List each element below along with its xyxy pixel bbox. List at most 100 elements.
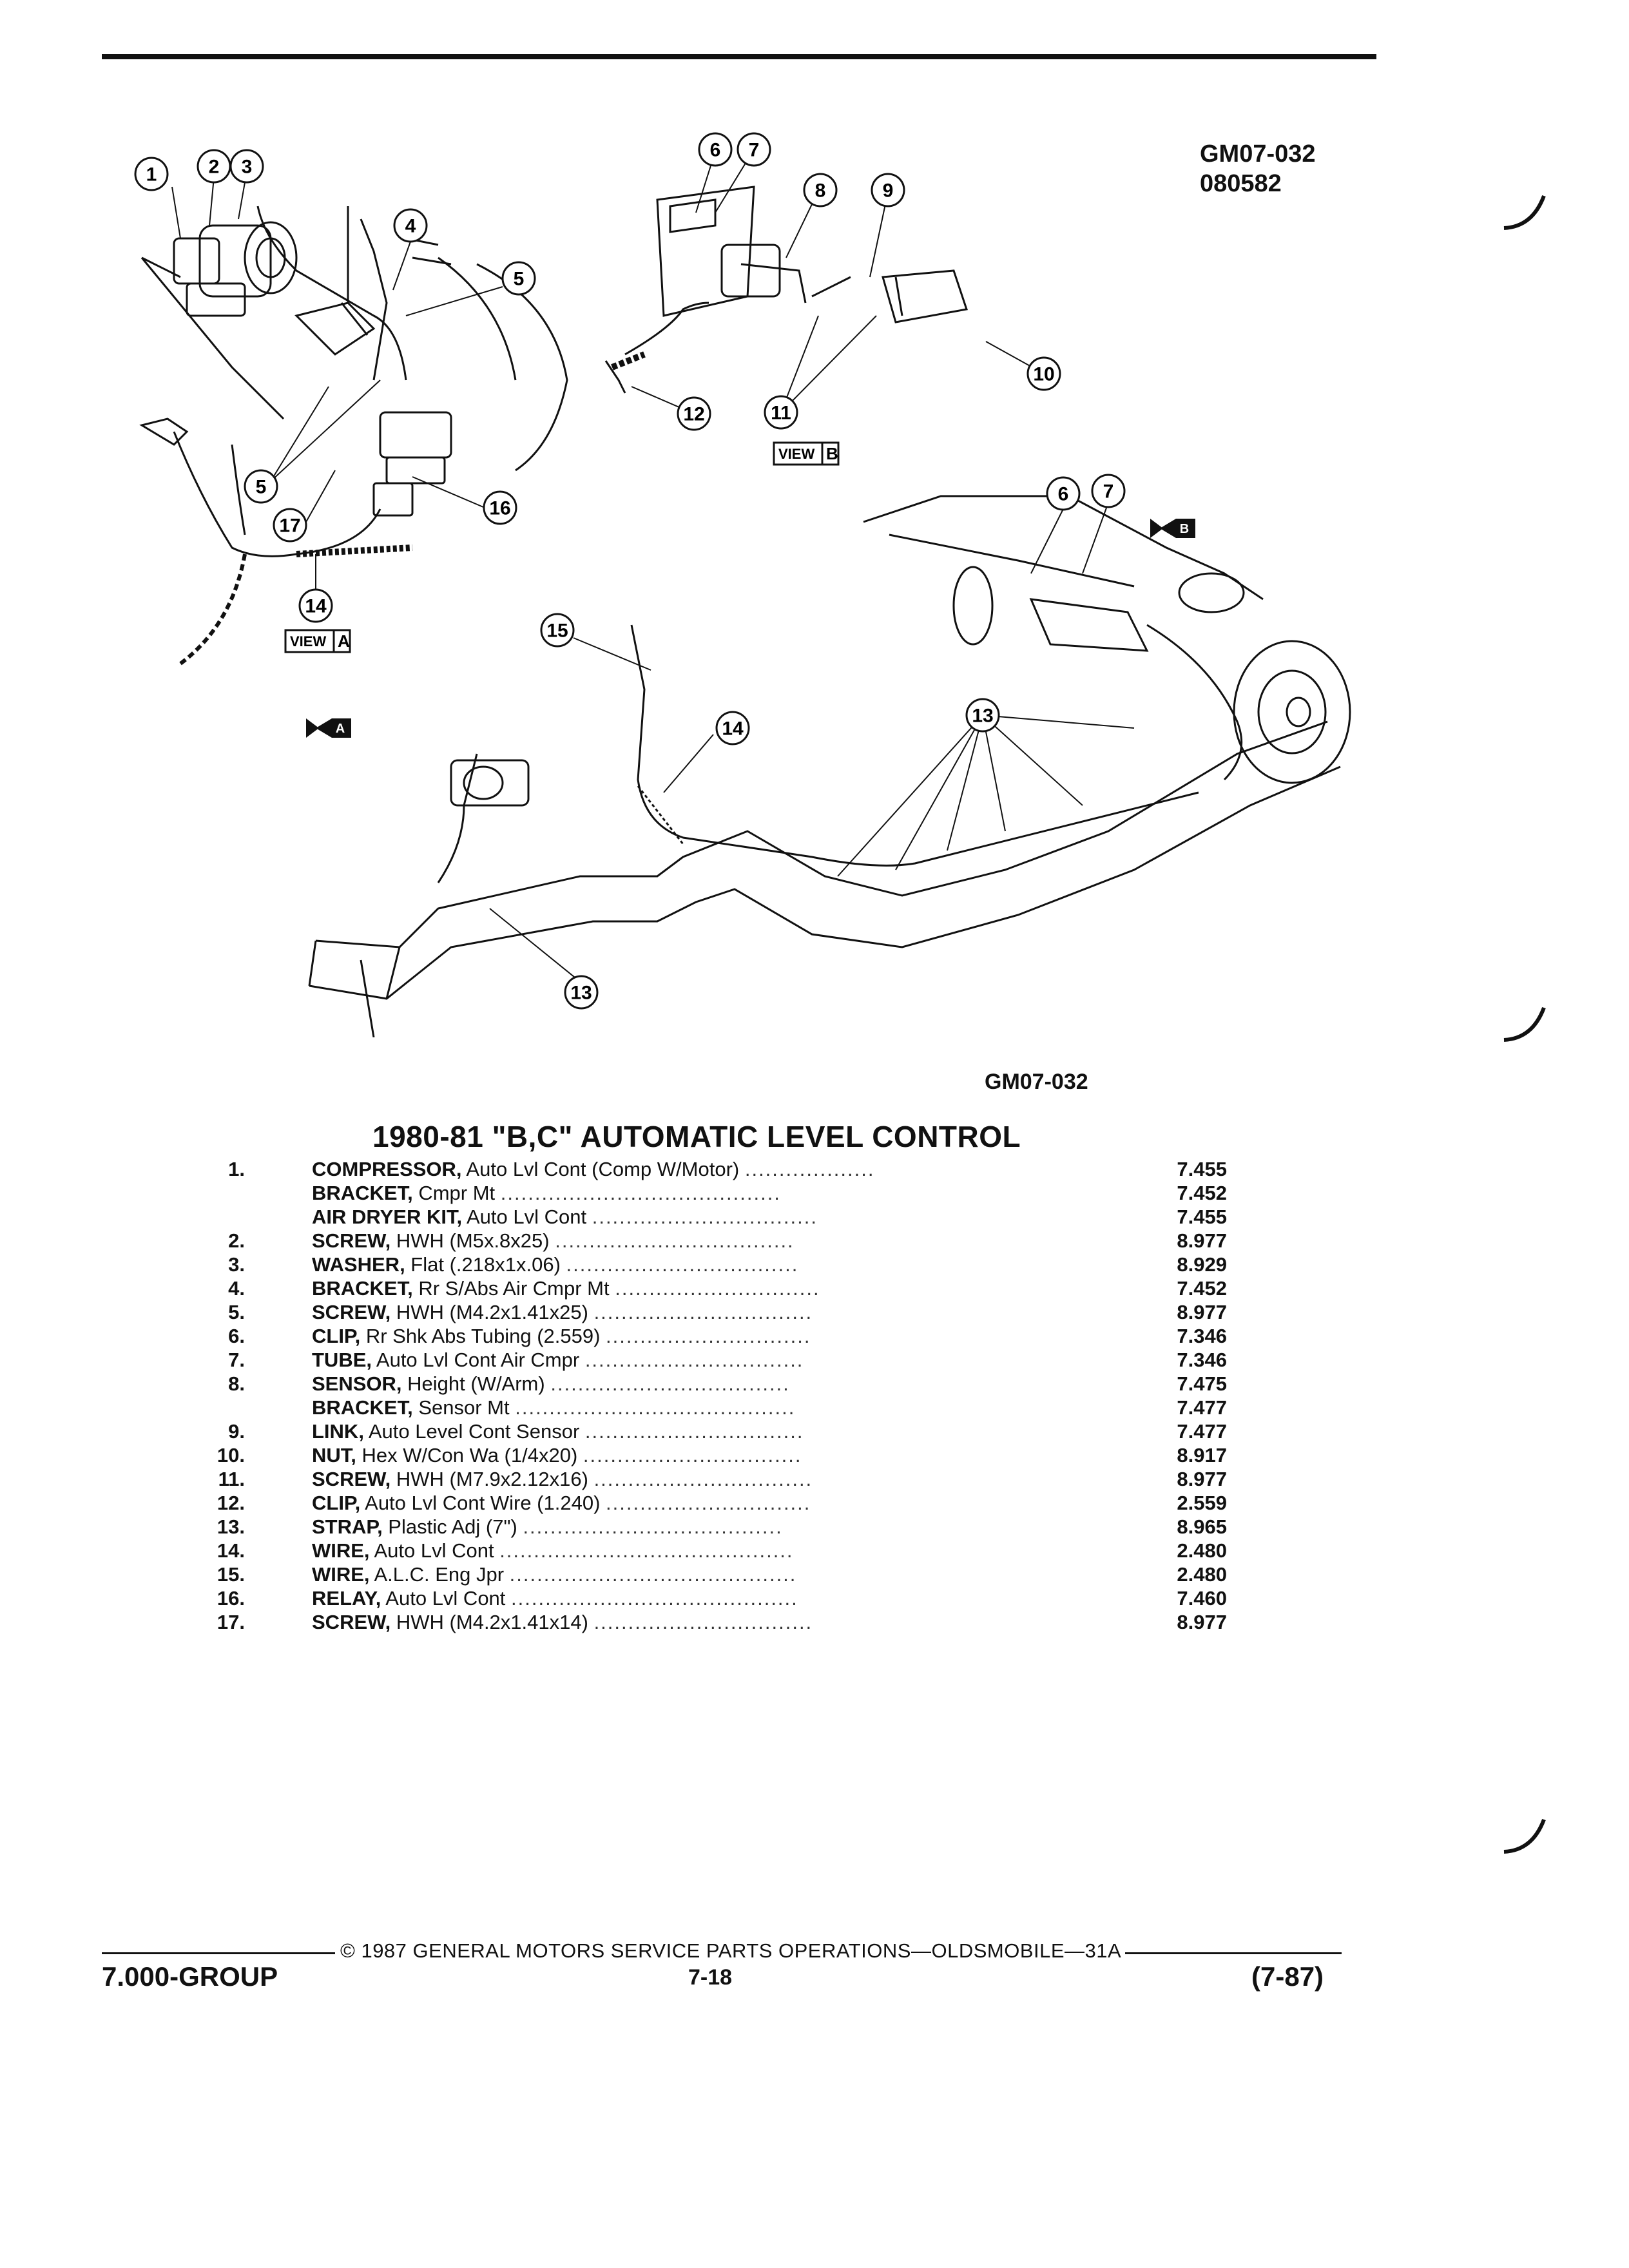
part-number: 14. xyxy=(217,1539,245,1562)
part-detail: Auto Lvl Cont xyxy=(369,1539,500,1562)
callout-13-b: 13 xyxy=(564,975,599,1010)
part-group-reference: 2.559 xyxy=(1177,1492,1227,1514)
part-name: SCREW, xyxy=(312,1611,391,1633)
svg-text:VIEW: VIEW xyxy=(778,446,815,462)
svg-text:13: 13 xyxy=(972,706,993,727)
part-number: 9. xyxy=(228,1420,245,1443)
callout-16: 16 xyxy=(483,490,517,525)
part-description: BRACKET, Sensor Mt .....................… xyxy=(312,1396,1059,1419)
part-leader-dots: .............................. xyxy=(606,1492,811,1514)
svg-text:7: 7 xyxy=(1103,481,1114,503)
callout-13-a: 13 xyxy=(965,698,1000,733)
parts-list-row: 4. BRACKET, Rr S/Abs Air Cmpr Mt ........… xyxy=(174,1276,1231,1300)
part-detail: Cmpr Mt xyxy=(412,1182,501,1204)
part-description: TUBE, Auto Lvl Cont Air Cmpr ...........… xyxy=(312,1348,1059,1372)
parts-list-row: 9.LINK, Auto Level Cont Sensor .........… xyxy=(174,1419,1231,1443)
part-name: BRACKET, xyxy=(312,1277,413,1300)
part-number: 4. xyxy=(228,1277,245,1300)
callout-5-b: 5 xyxy=(244,469,278,504)
parts-list-title: 1980-81 "B,C" AUTOMATIC LEVEL CONTROL xyxy=(372,1120,1021,1153)
svg-text:12: 12 xyxy=(683,404,704,425)
part-description: SCREW, HWH (M7.9x2.12x16) ..............… xyxy=(312,1467,1059,1491)
part-detail: Auto Lvl Cont (Comp W/Motor) xyxy=(461,1158,745,1180)
svg-text:6: 6 xyxy=(710,140,721,161)
part-name: TUBE, xyxy=(312,1349,372,1371)
part-detail: Auto Level Cont Sensor xyxy=(363,1420,585,1443)
part-detail: Hex W/Con Wa (1/4x20) xyxy=(356,1444,583,1466)
svg-text:10: 10 xyxy=(1033,364,1054,385)
parts-list-row: AIR DRYER KIT, Auto Lvl Cont ...........… xyxy=(174,1205,1231,1229)
part-detail: Auto Lvl Cont Air Cmpr xyxy=(372,1349,585,1371)
part-group-reference: 7.477 xyxy=(1177,1396,1227,1419)
svg-text:B: B xyxy=(826,444,838,463)
part-group-reference: 8.977 xyxy=(1177,1468,1227,1490)
part-leader-dots: .............................. xyxy=(615,1277,820,1300)
parts-list-row: BRACKET, Cmpr Mt .......................… xyxy=(174,1181,1231,1205)
parts-list-row: 8.SENSOR, Height (W/Arm) ...............… xyxy=(174,1372,1231,1396)
binding-tick-1 xyxy=(1503,195,1546,230)
part-description: WIRE, A.L.C. Eng Jpr ...................… xyxy=(312,1562,1059,1586)
figure-code: GM07-032 xyxy=(985,1070,1088,1094)
part-detail: Rr S/Abs Air Cmpr Mt xyxy=(412,1277,615,1300)
part-name: WIRE, xyxy=(312,1563,370,1586)
part-number: 11. xyxy=(218,1468,245,1490)
parts-list-row: 13.STRAP, Plastic Adj (7") .............… xyxy=(174,1515,1231,1539)
part-leader-dots: ........................................… xyxy=(511,1587,798,1610)
part-name: WASHER, xyxy=(312,1253,405,1276)
corner-reference: GM07-032 080582 xyxy=(1200,139,1316,198)
top-rule xyxy=(102,54,1376,59)
part-leader-dots: ........................................… xyxy=(509,1563,797,1586)
callout-circles: 1 2 3 4 5 5 17 16 14 6 7 8 9 10 11 12 6 … xyxy=(134,132,1126,1010)
parts-list: 1. COMPRESSOR, Auto Lvl Cont (Comp W/Moto… xyxy=(174,1157,1231,1634)
part-name: BRACKET, xyxy=(312,1396,413,1419)
part-leader-dots: ................................ xyxy=(593,1611,813,1633)
svg-text:17: 17 xyxy=(279,515,300,537)
part-group-reference: 8.977 xyxy=(1177,1229,1227,1252)
part-detail: Flat (.218x1x.06) xyxy=(405,1253,566,1276)
part-detail: HWH (M5x.8x25) xyxy=(390,1229,555,1252)
binding-tick-3 xyxy=(1503,1818,1546,1854)
part-name: STRAP, xyxy=(312,1515,383,1538)
svg-text:13: 13 xyxy=(570,983,592,1004)
part-number: 1. xyxy=(228,1158,245,1180)
svg-text:15: 15 xyxy=(546,620,568,642)
part-number: 16. xyxy=(217,1587,245,1610)
part-group-reference: 8.977 xyxy=(1177,1301,1227,1323)
part-description: WASHER, Flat (.218x1x.06) ..............… xyxy=(312,1253,1059,1276)
part-detail: A.L.C. Eng Jpr xyxy=(369,1563,510,1586)
parts-list-row: 15.WIRE, A.L.C. Eng Jpr ................… xyxy=(174,1562,1231,1586)
parts-list-row: 5.SCREW, HWH (M4.2x1.41x25) ............… xyxy=(174,1300,1231,1324)
part-leader-dots: ........................................… xyxy=(499,1539,794,1562)
parts-list-row: BRACKET, Sensor Mt .....................… xyxy=(174,1396,1231,1419)
part-description: RELAY, Auto Lvl Cont ...................… xyxy=(312,1586,1059,1610)
part-description: CLIP, Rr Shk Abs Tubing (2.559) ........… xyxy=(312,1324,1059,1348)
part-description: SCREW, HWH (M4.2x1.41x14) ..............… xyxy=(312,1610,1059,1634)
part-group-reference: 7.452 xyxy=(1177,1277,1227,1300)
svg-text:1: 1 xyxy=(146,164,157,186)
svg-text:14: 14 xyxy=(305,596,327,617)
part-leader-dots: ................................ xyxy=(583,1444,802,1466)
part-group-reference: 8.929 xyxy=(1177,1253,1227,1276)
part-name: COMPRESSOR, xyxy=(312,1158,462,1180)
part-detail: Rr Shk Abs Tubing (2.559) xyxy=(360,1325,606,1347)
svg-text:16: 16 xyxy=(489,498,510,519)
parts-list-row: 3.WASHER, Flat (.218x1x.06) ............… xyxy=(174,1253,1231,1276)
part-group-reference: 7.452 xyxy=(1177,1182,1227,1204)
callout-12: 12 xyxy=(677,396,711,431)
part-detail: HWH (M7.9x2.12x16) xyxy=(390,1468,594,1490)
part-group-reference: 7.455 xyxy=(1177,1206,1227,1228)
part-number: 7. xyxy=(228,1349,245,1371)
part-group-reference: 8.965 xyxy=(1177,1515,1227,1538)
part-leader-dots: ................................ xyxy=(593,1468,813,1490)
svg-text:B: B xyxy=(1180,522,1189,536)
parts-list-row: 16. RELAY, Auto Lvl Cont ................… xyxy=(174,1586,1231,1610)
part-group-reference: 7.346 xyxy=(1177,1325,1227,1347)
part-description: WIRE, Auto Lvl Cont ....................… xyxy=(312,1539,1059,1562)
part-detail: Height (W/Arm) xyxy=(401,1372,551,1395)
part-detail: Auto Lvl Cont xyxy=(381,1587,512,1610)
parts-list-row: 7. TUBE, Auto Lvl Cont Air Cmpr .........… xyxy=(174,1348,1231,1372)
part-description: COMPRESSOR, Auto Lvl Cont (Comp W/Motor)… xyxy=(312,1157,1059,1181)
part-name: RELAY, xyxy=(312,1587,381,1610)
svg-text:6: 6 xyxy=(1058,484,1069,505)
svg-text:3: 3 xyxy=(242,157,253,178)
